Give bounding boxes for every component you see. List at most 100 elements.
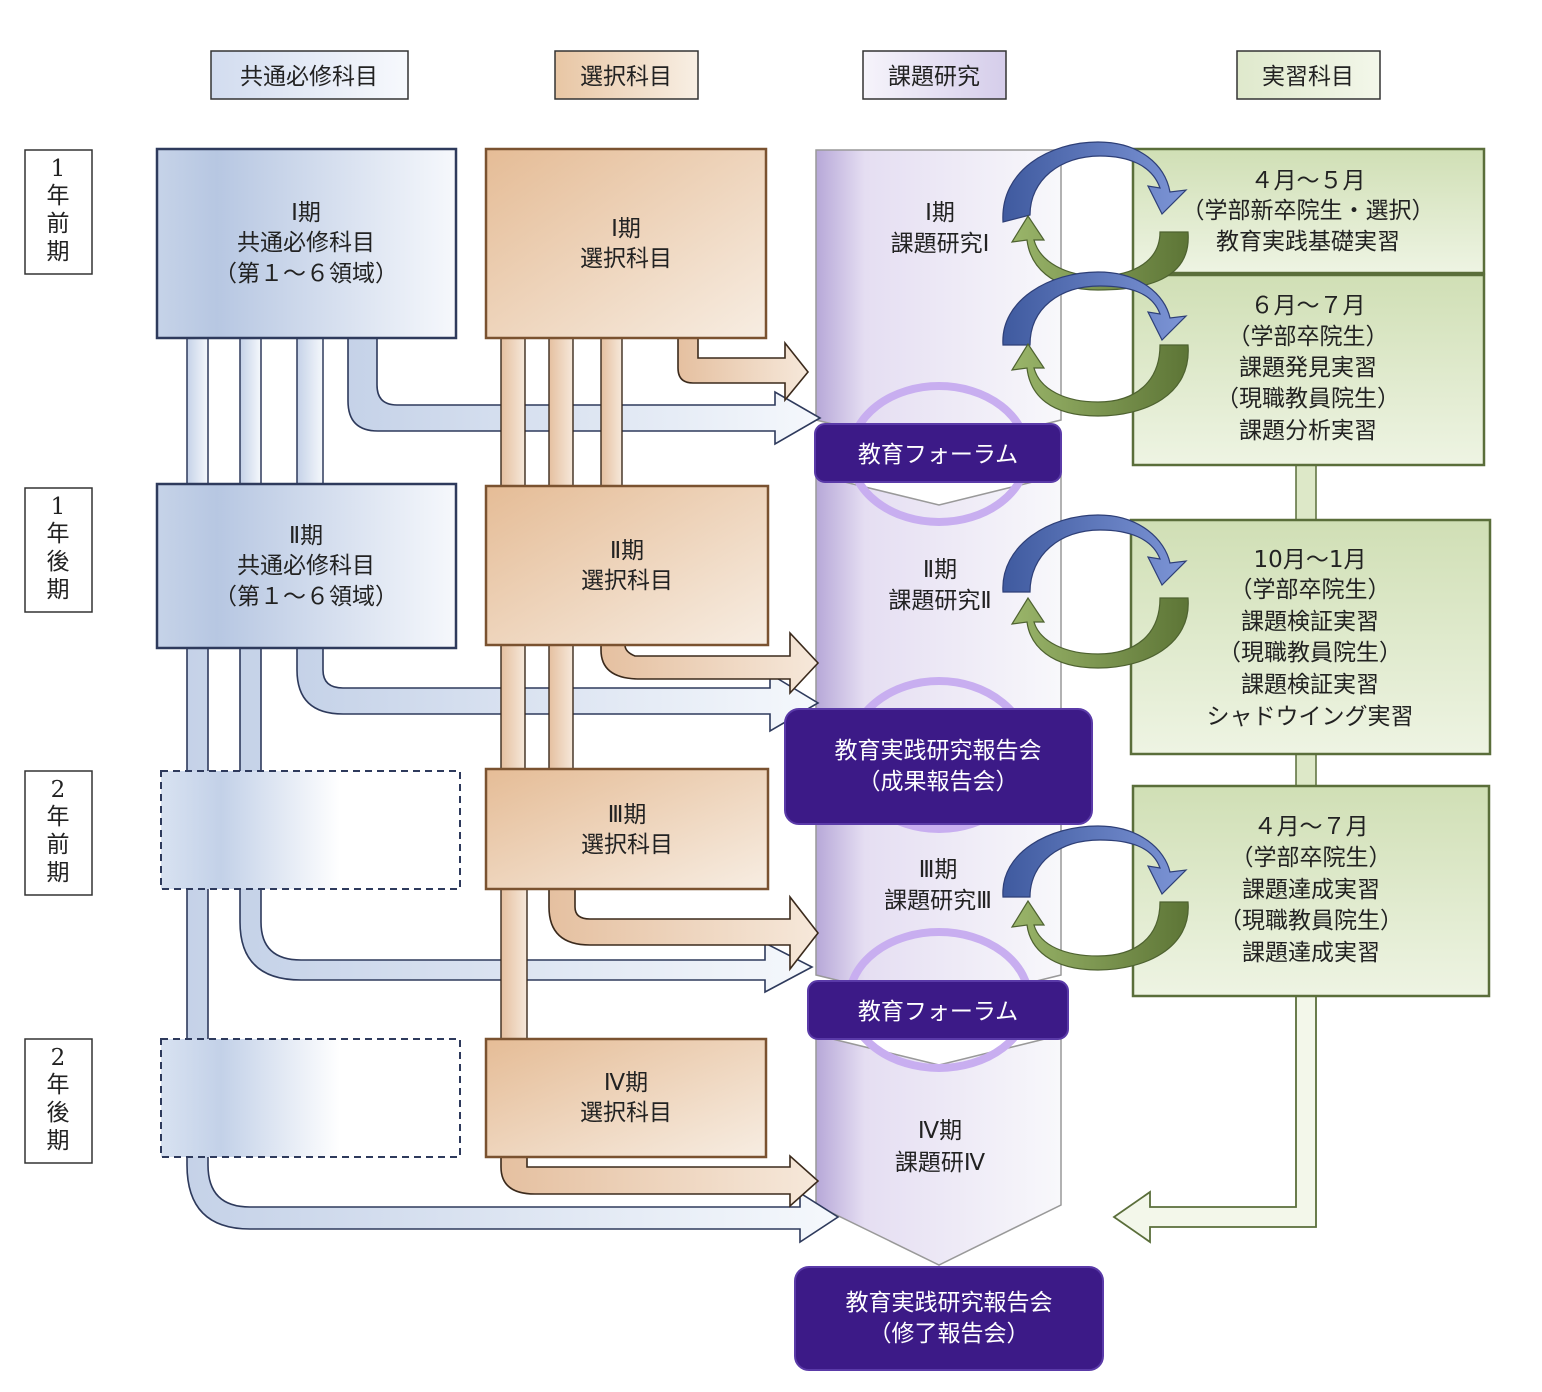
research-title: 課題研究Ⅱ (888, 588, 991, 614)
elective-box-3: Ⅲ期 選択科目 (484, 767, 770, 891)
cycle-icon (1002, 514, 1189, 669)
common-box-line: 共通必修科目 (237, 230, 375, 256)
elective-arrow-3 (548, 888, 820, 972)
practicum-line: （学部卒院生） (1228, 324, 1389, 350)
practicum-line: ４月～７月 (1254, 814, 1369, 840)
elective-box-line: Ⅲ期 (608, 802, 647, 828)
practicum-line: ６月～７月 (1251, 293, 1366, 319)
elective-box-line: 選択科目 (581, 832, 673, 858)
cycle-arrows (1002, 141, 1189, 971)
header-elective-label: 選択科目 (580, 64, 672, 90)
common-box-2: Ⅱ期 共通必修科目 （第１～６領域） (155, 482, 458, 650)
term-label: 2 年 後 期 (24, 1038, 93, 1164)
term-char: 年 (47, 183, 70, 209)
elective-box-4: Ⅳ期 選択科目 (484, 1037, 768, 1159)
event-sublabel: （成果報告会） (858, 769, 1019, 795)
practicum-line: 課題分析実習 (1239, 418, 1377, 444)
term-char: 前 (47, 832, 70, 858)
term-char: 後 (47, 1100, 70, 1126)
event-forum-1: 教育フォーラム (814, 423, 1062, 483)
elective-box-line: 選択科目 (580, 1100, 672, 1126)
term-char: 前 (47, 211, 70, 237)
term-char: 期 (47, 860, 70, 886)
research-label: Ⅳ期 課題研Ⅳ (895, 1118, 986, 1176)
header-research-label: 課題研究 (888, 64, 980, 90)
header-common-label: 共通必修科目 (240, 64, 378, 90)
event-label: 教育フォーラム (858, 442, 1018, 468)
research-term: Ⅳ期 (918, 1118, 962, 1144)
term-char: 期 (47, 239, 70, 265)
elective-box-line: Ⅳ期 (604, 1070, 648, 1096)
event-forum-2: 教育フォーラム (807, 980, 1069, 1040)
common-box-line: Ⅰ期 (291, 200, 321, 226)
term-char: 期 (47, 577, 70, 603)
practicum-line: 課題達成実習 (1242, 877, 1380, 903)
term-char: 年 (47, 521, 70, 547)
practicum-box-2: ６月～７月 （学部卒院生） 課題発見実習 （現職教員院生） 課題分析実習 (1131, 273, 1486, 467)
research-label: Ⅲ期 課題研究Ⅲ (884, 857, 992, 914)
common-box-line: （第１～６領域） (214, 261, 398, 287)
term-label: 2 年 前 期 (24, 770, 93, 896)
header-practicum: 実習科目 (1236, 50, 1381, 100)
practicum-line: 教育実践基礎実習 (1216, 229, 1400, 255)
term-year: 1 (51, 156, 66, 182)
event-label: 教育実践研究報告会 (835, 738, 1042, 764)
research-title: 課題研究Ⅰ (891, 231, 990, 257)
cycle-icon (1002, 271, 1189, 417)
event-report-2: 教育実践研究報告会 （修了報告会） (794, 1266, 1104, 1371)
practicum-box-4: ４月～７月 （学部卒院生） 課題達成実習 （現職教員院生） 課題達成実習 (1131, 784, 1491, 998)
elective-pipes (500, 337, 820, 1208)
header-research: 課題研究 (862, 50, 1007, 100)
elective-box-line: Ⅰ期 (611, 216, 641, 242)
common-box-line: （第１～６領域） (214, 584, 398, 610)
header-common: 共通必修科目 (210, 50, 409, 100)
header-practicum-label: 実習科目 (1262, 64, 1354, 90)
term-char: 年 (47, 804, 70, 830)
practicum-box-1: ４月～５月 （学部新卒院生・選択） 教育実践基礎実習 (1131, 147, 1486, 275)
term-label: 1 年 前 期 (24, 149, 93, 275)
practicum-line: （現職教員院生） (1216, 386, 1400, 412)
common-arrow-1 (347, 337, 822, 446)
practicum-return-arrow (1112, 995, 1317, 1244)
practicum-line: （現職教員院生） (1218, 640, 1402, 666)
practicum-line: ４月～５月 (1251, 168, 1366, 194)
header-elective: 選択科目 (554, 50, 699, 100)
common-box-line: Ⅱ期 (289, 523, 323, 549)
practicum-line: （学部卒院生） (1231, 845, 1392, 871)
term-year: 1 (51, 494, 66, 520)
term-year: 2 (51, 1045, 66, 1071)
term-char: 期 (47, 1128, 70, 1154)
practicum-line: 課題発見実習 (1239, 355, 1377, 381)
practicum-line: 課題達成実習 (1242, 940, 1380, 966)
common-arrow-3 (239, 647, 814, 994)
elective-box-line: 選択科目 (580, 246, 672, 272)
event-report-1: 教育実践研究報告会 （成果報告会） (784, 708, 1093, 825)
practicum-box-3: 10月～1月 （学部卒院生） 課題検証実習 （現職教員院生） 課題検証実習 シャ… (1129, 518, 1492, 756)
practicum-line: （学部卒院生） (1230, 577, 1391, 603)
practicum-line: 課題検証実習 (1241, 672, 1379, 698)
event-sublabel: （修了報告会） (869, 1321, 1030, 1347)
term-char: 後 (47, 549, 70, 575)
cycle-icon (1002, 825, 1189, 971)
research-term: Ⅰ期 (925, 200, 955, 226)
common-box-placeholder (160, 1038, 461, 1158)
research-title: 課題研Ⅳ (895, 1150, 986, 1176)
practicum-connector (1112, 464, 1317, 1244)
practicum-line: 課題検証実習 (1241, 609, 1379, 635)
event-label: 教育実践研究報告会 (846, 1290, 1053, 1316)
elective-box-2: Ⅱ期 選択科目 (484, 484, 770, 647)
common-box-line: 共通必修科目 (237, 553, 375, 579)
term-label: 1 年 後 期 (24, 487, 93, 613)
term-char: 年 (47, 1072, 70, 1098)
research-title: 課題研究Ⅲ (884, 888, 992, 914)
elective-arrow-1 (677, 337, 810, 403)
practicum-line: （現職教員院生） (1219, 908, 1403, 934)
practicum-line: 10月～1月 (1254, 547, 1367, 573)
common-box-placeholder (160, 770, 461, 890)
common-arrow-4 (186, 647, 840, 1244)
practicum-line: シャドウイング実習 (1207, 704, 1414, 730)
practicum-line: （学部新卒院生・選択） (1182, 198, 1435, 224)
research-label: Ⅰ期 課題研究Ⅰ (891, 200, 990, 257)
research-term: Ⅱ期 (923, 557, 957, 583)
elective-box-1: Ⅰ期 選択科目 (484, 147, 768, 340)
